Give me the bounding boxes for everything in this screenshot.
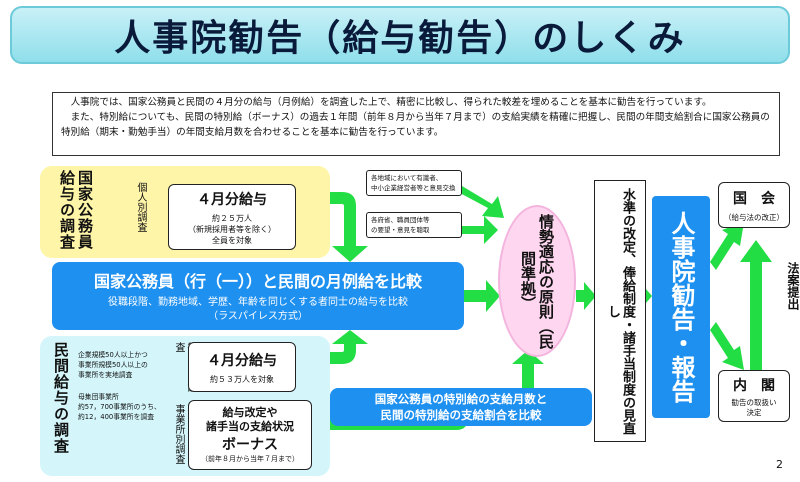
private-salary-title: ４月分給与: [207, 352, 277, 369]
diet-sub: （給与法の改正）: [724, 212, 784, 222]
gov-salary-line1: 約２５万人: [212, 213, 252, 223]
intro-paragraph-2: また、特別給についても、民間の特別給（ボーナス）の過去１年間（前年８月から当年７…: [61, 112, 770, 138]
report-box: 人事院勧告・報告: [652, 196, 710, 418]
office-survey-label: 事業所別調査: [173, 404, 184, 464]
arrow-gov-to-compare: [296, 192, 368, 262]
monthly-compare-sub2: （ラスパイレス方式）: [208, 311, 308, 322]
private-criteria-line1: 企業規模50人以上かつ: [78, 351, 148, 359]
opinion-box-1: 各地域において有識者、 中小企業経営者等と意見交換: [366, 170, 462, 196]
principle-text: 情勢適応の原則（民間準拠）: [519, 213, 555, 349]
bonus-line2: 諸手当の支給状況: [206, 420, 294, 433]
opinion-box-1-line2: 中小企業経営者等と意見交換: [371, 184, 456, 192]
revision-column: 水準の改定、俸給制度・諸手当制度の見直し: [594, 180, 646, 442]
arrow-cabinet-to-diet: [740, 240, 772, 370]
page-title: 人事院勧告（給与勧告）のしくみ: [114, 18, 686, 59]
gov-survey-sublabel: 個人別調査: [135, 182, 146, 232]
special-compare-line1: 国家公務員の特別給の支給月数と: [374, 392, 548, 406]
arrow-special-to-principle: [512, 350, 544, 388]
report-text: 人事院勧告・報告: [667, 211, 695, 403]
title-banner: 人事院勧告（給与勧告）のしくみ: [10, 6, 790, 64]
page-number: 2: [776, 458, 783, 471]
special-compare-bar: 国家公務員の特別給の支給月数と 民間の特別給の支給割合を比較: [330, 388, 592, 426]
diet-title: 国 会: [733, 190, 775, 207]
opinion-box-1-line1: 各地域において有識者、: [371, 174, 443, 182]
gov-survey-heading: 国家公務員給与の調査: [58, 170, 94, 250]
bonus-sub: （前年８月から当年７月まで）: [201, 455, 299, 463]
monthly-compare-bar: 国家公務員（行（一））と民間の月例給を比較 役職段階、勤務地域、学歴、年齢を同じ…: [52, 262, 464, 330]
arrow-report-to-diet: [710, 222, 744, 270]
cabinet-title: 内 閣: [733, 377, 775, 394]
revision-text: 水準の改定、俸給制度・諸手当制度の見直し: [605, 187, 635, 435]
special-compare-line2: 民間の特別給の支給割合を比較: [380, 408, 542, 422]
private-criteria: 企業規模50人以上かつ 事業所規模50人以上の 事業所を実地調査: [78, 350, 166, 380]
opinion-box-2-line1: 各府省、職員団体等: [371, 216, 430, 224]
arrow-opinion2-to-principle: [462, 216, 498, 244]
cabinet-box: 内 閣 勧告の取扱い 決定: [718, 370, 790, 422]
gov-salary-line3: 全員を対象: [212, 235, 252, 245]
bonus-line1: 給与改定や: [222, 406, 278, 419]
intro-paragraph-1: 人事院では、国家公務員と民間の４月分の給与（月例給）を調査した上で、精密に比較し…: [70, 97, 712, 108]
private-population-line2: 約57，700事業所のうち、: [78, 403, 161, 411]
private-survey-heading: 民間給与の調査: [52, 342, 70, 454]
arrow-compare-to-principle: [464, 280, 500, 312]
arrow-principle-to-revision: [576, 282, 596, 310]
diet-box: 国 会 （給与法の改正）: [718, 182, 790, 228]
private-population-line3: 約12，400事業所を調査: [78, 413, 154, 421]
gov-salary-line2: （新規採用者等を除く）: [188, 224, 276, 234]
opinion-box-2: 各府省、職員団体等 の要望・意見を聴取: [366, 212, 462, 238]
monthly-compare-sub: 役職段階、勤務地域、学歴、年齢を同じくする者同士の給与を比較 （ラスパイレス方式…: [52, 296, 464, 324]
monthly-compare-title: 国家公務員（行（一））と民間の月例給を比較: [93, 272, 422, 291]
cabinet-sub-line2: 決定: [746, 407, 762, 417]
arrow-report-to-cabinet: [710, 322, 744, 370]
private-population: 母集団事業所 約57，700事業所のうち、 約12，400事業所を調査: [78, 392, 170, 422]
opinion-box-2-line2: の要望・意見を聴取: [371, 226, 430, 234]
private-criteria-line3: 事業所を実地調査: [78, 371, 133, 379]
bonus-title: ボーナス: [222, 437, 278, 453]
gov-salary-box: ４月分給与 約２５万人 （新規採用者等を除く） 全員を対象: [168, 184, 296, 250]
cabinet-sub-line1: 勧告の取扱い: [731, 397, 777, 407]
principle-oval: 情勢適応の原則（民間準拠）: [498, 205, 576, 357]
bill-submission-label: 法案提出: [786, 262, 800, 310]
gov-salary-title: ４月分給与: [197, 191, 267, 208]
arrow-opinion1-to-principle: [458, 186, 504, 218]
private-criteria-line2: 事業所規模50人以上の: [78, 361, 148, 369]
bonus-box: 給与改定や 諸手当の支給状況 ボーナス （前年８月から当年７月まで）: [188, 400, 312, 470]
intro-box: 人事院では、国家公務員と民間の４月分の給与（月例給）を調査した上で、精密に比較し…: [52, 92, 780, 156]
private-salary-sub: 約５３万人を対象: [210, 374, 274, 384]
private-population-line1: 母集団事業所: [78, 393, 119, 401]
private-salary-box: ４月分給与 約５３万人を対象: [188, 342, 296, 392]
monthly-compare-sub1: 役職段階、勤務地域、学歴、年齢を同じくする者同士の給与を比較: [108, 297, 408, 308]
